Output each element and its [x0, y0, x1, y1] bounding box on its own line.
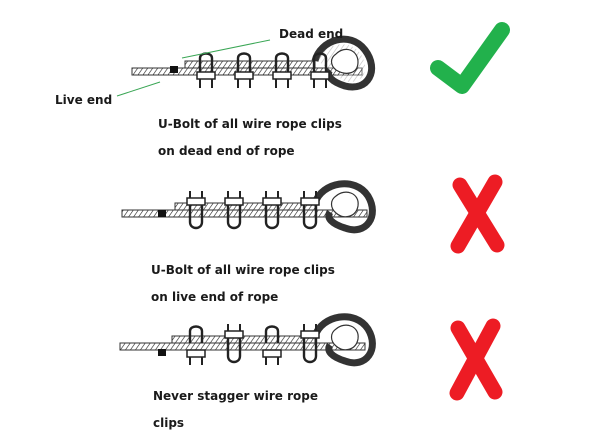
cross-mark-icon: [449, 318, 503, 401]
wire-rope-clip: [262, 325, 282, 365]
dead-end-leader-line: [181, 39, 271, 59]
check-mark-icon: [430, 22, 510, 94]
dead-end-label: Dead end: [279, 27, 343, 41]
wire-rope-clip: [186, 325, 206, 365]
caption-line-1: Never stagger wire rope: [153, 389, 318, 403]
live-end-leader-line: [116, 81, 161, 97]
caption-line-2: on live end of rope: [151, 290, 278, 304]
wire-rope-clip: [300, 324, 320, 364]
rope-assembly-live-end: [121, 180, 376, 234]
wire-rope-clip: [300, 191, 320, 230]
panel-wrong-staggered: Never stagger wire rope clips: [119, 313, 503, 430]
panel-wrong-live-end: U-Bolt of all wire rope clips on live en…: [121, 174, 505, 304]
caption-line-2: clips: [153, 416, 184, 430]
wire-rope-clip: [224, 191, 244, 230]
panel-correct: Dead end Live end U-Bolt of all wire rop…: [55, 22, 510, 158]
wire-rope-clip: [186, 191, 206, 230]
caption-line-1: U-Bolt of all wire rope clips: [151, 263, 335, 277]
caption-line-1: U-Bolt of all wire rope clips: [158, 117, 342, 131]
wire-rope-clip: [234, 52, 254, 88]
live-end-label: Live end: [55, 93, 112, 107]
wire-rope-clip: [272, 52, 292, 88]
cross-mark-icon: [450, 174, 505, 254]
rope-assembly-correct: [131, 35, 376, 91]
wire-rope-clip: [262, 191, 282, 230]
caption-line-2: on dead end of rope: [158, 144, 295, 158]
wire-rope-clip: [224, 324, 244, 364]
wire-rope-clip: [310, 52, 330, 88]
rope-assembly-staggered: [119, 313, 376, 367]
